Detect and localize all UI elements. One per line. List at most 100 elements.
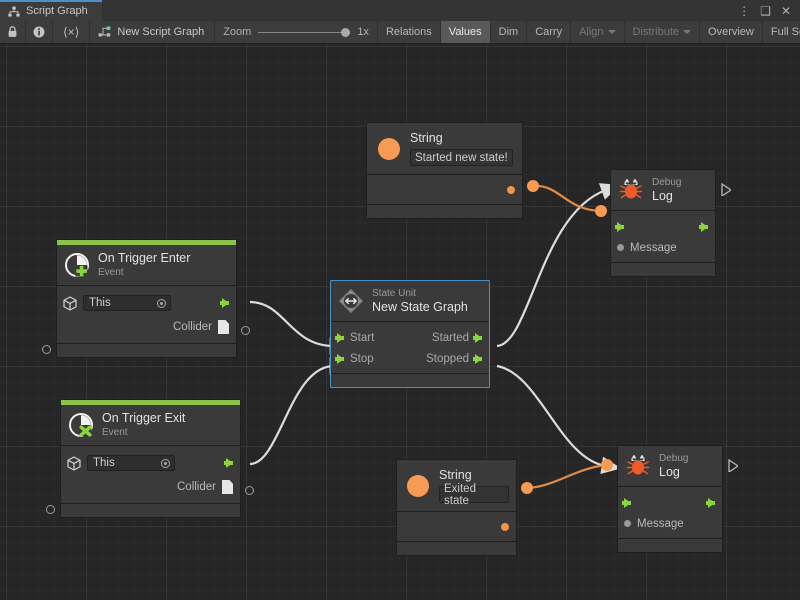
- node-footer-handle[interactable]: [618, 539, 722, 552]
- port-label-start: Start: [350, 331, 375, 344]
- node-footer-handle[interactable]: [61, 504, 240, 517]
- input-port-message[interactable]: Message: [624, 518, 684, 530]
- carry-button[interactable]: Carry: [527, 21, 572, 43]
- node-footer-handle[interactable]: [611, 263, 715, 276]
- flow-output-arrow-icon[interactable]: [224, 458, 233, 468]
- output-port-value[interactable]: [507, 185, 515, 194]
- fullscreen-button[interactable]: Full Scr: [763, 21, 800, 43]
- node-title-block: Debug Log: [652, 176, 681, 204]
- bug-icon: [625, 453, 651, 479]
- zoom-slider-handle[interactable]: [341, 27, 351, 37]
- tab-script-graph[interactable]: Script Graph: [0, 0, 102, 21]
- node-subtitle: Debug: [659, 453, 689, 464]
- node-subtitle: Event: [102, 427, 128, 438]
- input-port-flow[interactable]: [622, 497, 631, 508]
- chevron-down-icon: [683, 30, 692, 34]
- window-maximize-icon[interactable]: ❑: [760, 3, 771, 18]
- window-close-icon[interactable]: ✕: [780, 3, 791, 18]
- node-footer-handle[interactable]: [57, 344, 236, 357]
- input-port-start[interactable]: Start: [335, 331, 375, 344]
- node-debug-log-bottom[interactable]: Debug Log Message: [617, 445, 723, 553]
- dim-label: Dim: [498, 26, 519, 38]
- input-port-stop[interactable]: Stop: [335, 353, 374, 365]
- flow-output-arrow-icon[interactable]: [699, 221, 708, 232]
- value-input-port-dot[interactable]: [624, 520, 631, 527]
- input-port-target[interactable]: This: [67, 455, 175, 471]
- chevron-down-icon: [607, 30, 616, 34]
- relations-button[interactable]: Relations: [378, 21, 441, 43]
- value-output-port-dot[interactable]: [507, 185, 515, 194]
- edge-started-to-log-top: [496, 183, 621, 348]
- zoom-slider[interactable]: [258, 27, 351, 38]
- output-port-started[interactable]: Started: [432, 332, 482, 344]
- overview-button[interactable]: Overview: [700, 21, 763, 43]
- distribute-dropdown[interactable]: Distribute: [625, 21, 701, 43]
- flow-output-arrow-icon[interactable]: [473, 353, 482, 364]
- node-string-bottom[interactable]: String Exited state: [396, 459, 517, 556]
- node-body: [367, 175, 522, 205]
- output-port-flow[interactable]: [220, 298, 229, 308]
- input-port-target[interactable]: This: [63, 295, 171, 311]
- string-value-input[interactable]: Started new state!: [410, 149, 513, 166]
- values-button[interactable]: Values: [440, 21, 491, 43]
- window-controls: ⋮ ❑ ✕: [738, 0, 800, 21]
- lock-button[interactable]: [0, 21, 26, 43]
- zoom-control[interactable]: Zoom 1x: [215, 21, 378, 43]
- flow-output-arrow-icon[interactable]: [220, 298, 229, 308]
- target-input-stub-exit[interactable]: [46, 505, 55, 514]
- node-state-unit[interactable]: State Unit New State Graph Start Started: [330, 280, 490, 388]
- code-button[interactable]: ⟨×⟩: [53, 21, 91, 43]
- node-footer-handle[interactable]: [397, 542, 516, 555]
- flow-output-arrow-icon[interactable]: [473, 332, 482, 343]
- dim-button[interactable]: Dim: [491, 21, 528, 43]
- flow-input-arrow-icon[interactable]: [335, 353, 344, 364]
- document-icon[interactable]: [222, 480, 233, 494]
- value-output-port-dot[interactable]: [501, 522, 509, 531]
- input-port-flow[interactable]: [615, 221, 624, 232]
- value-input-port-dot[interactable]: [617, 244, 624, 251]
- output-port-collider[interactable]: Collider: [177, 480, 233, 494]
- event-accent-bar: [61, 400, 240, 405]
- document-icon[interactable]: [218, 320, 229, 334]
- node-title: String: [410, 131, 443, 145]
- object-picker-icon[interactable]: [157, 298, 166, 308]
- window-menu-icon[interactable]: ⋮: [738, 3, 751, 18]
- align-dropdown[interactable]: Align: [571, 21, 625, 43]
- overview-label: Overview: [708, 26, 754, 38]
- object-picker-icon[interactable]: [161, 458, 170, 468]
- graph-name-field[interactable]: New Script Graph: [90, 21, 216, 43]
- node-on-trigger-enter[interactable]: On Trigger Enter Event This: [56, 239, 237, 358]
- port-row-flow: [618, 492, 722, 513]
- collider-output-stub-exit[interactable]: [245, 486, 254, 495]
- flow-input-arrow-icon[interactable]: [622, 497, 631, 508]
- string-value-input[interactable]: Exited state: [439, 483, 509, 507]
- flow-output-arrow-icon[interactable]: [706, 497, 715, 508]
- output-port-flow[interactable]: [699, 221, 708, 232]
- graph-canvas[interactable]: String Started new state!: [0, 44, 800, 600]
- node-debug-log-top[interactable]: Debug Log Message: [610, 169, 716, 277]
- node-title-block: On Trigger Exit Event: [102, 411, 185, 439]
- output-port-stopped[interactable]: Stopped: [426, 353, 482, 365]
- edge-string-bottom-to-message: [526, 463, 608, 490]
- collider-output-stub-enter[interactable]: [241, 326, 250, 335]
- output-port-flow[interactable]: [224, 458, 233, 468]
- target-object-field[interactable]: This: [87, 455, 175, 471]
- node-footer-handle[interactable]: [367, 205, 522, 218]
- output-port-value[interactable]: [501, 522, 509, 531]
- node-on-trigger-exit[interactable]: On Trigger Exit Event This: [60, 399, 241, 518]
- event-plus-icon: [64, 252, 90, 278]
- target-object-value: This: [89, 297, 111, 309]
- edge-endpoint-dot: [527, 180, 539, 192]
- port-label-message: Message: [637, 517, 684, 530]
- output-port-collider[interactable]: Collider: [173, 320, 229, 334]
- target-object-field[interactable]: This: [83, 295, 171, 311]
- input-port-message[interactable]: Message: [617, 242, 677, 254]
- node-string-top[interactable]: String Started new state!: [366, 122, 523, 219]
- flow-input-arrow-icon[interactable]: [615, 221, 624, 232]
- target-input-stub-enter[interactable]: [42, 345, 51, 354]
- output-port-flow[interactable]: [706, 497, 715, 508]
- flow-input-arrow-icon[interactable]: [335, 332, 344, 343]
- info-button[interactable]: [26, 21, 53, 43]
- node-footer-handle[interactable]: [331, 374, 489, 387]
